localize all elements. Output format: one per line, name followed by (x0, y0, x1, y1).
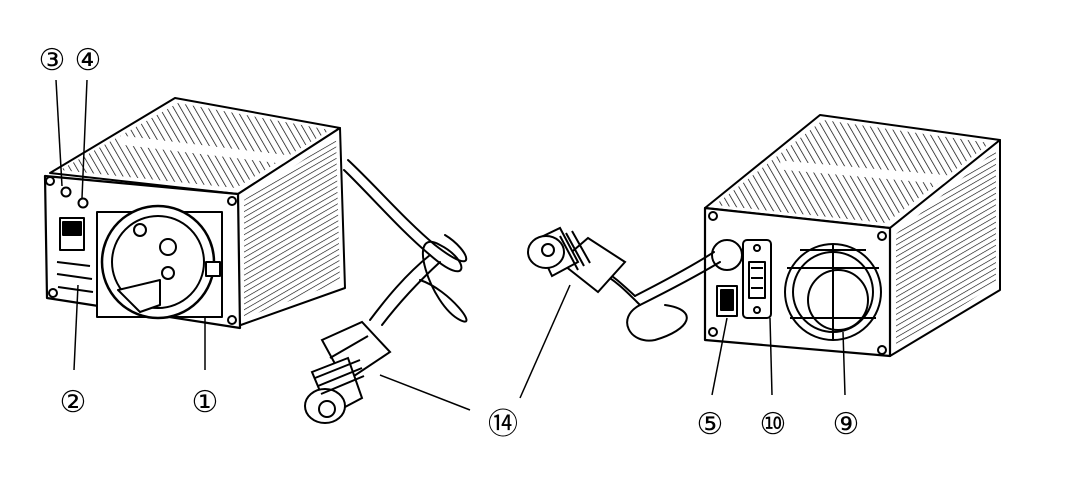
rear-inverter (703, 114, 1001, 358)
left-cable (343, 159, 468, 326)
cigarette-plug-left (304, 320, 392, 424)
callout-5: ⑤ (696, 407, 724, 442)
callout-9: ⑨ (832, 407, 860, 442)
leader-14b (519, 284, 571, 399)
callout-2: ② (59, 385, 87, 420)
leader-2 (73, 284, 79, 371)
leader-9 (842, 331, 846, 396)
callout-3: ③ (38, 43, 66, 78)
leader-3 (55, 79, 63, 187)
front-inverter (43, 97, 346, 330)
callout-4: ④ (74, 43, 102, 78)
leader-10 (769, 317, 773, 396)
leader-4 (81, 79, 88, 199)
leader-5 (711, 317, 728, 396)
leader-lines (55, 79, 846, 411)
callout-1: ① (191, 385, 219, 420)
callout-14: ⑭ (488, 407, 518, 442)
cigarette-plug-right (527, 226, 627, 294)
callout-10: ⑩ (759, 407, 787, 442)
leader-14a (379, 374, 471, 411)
